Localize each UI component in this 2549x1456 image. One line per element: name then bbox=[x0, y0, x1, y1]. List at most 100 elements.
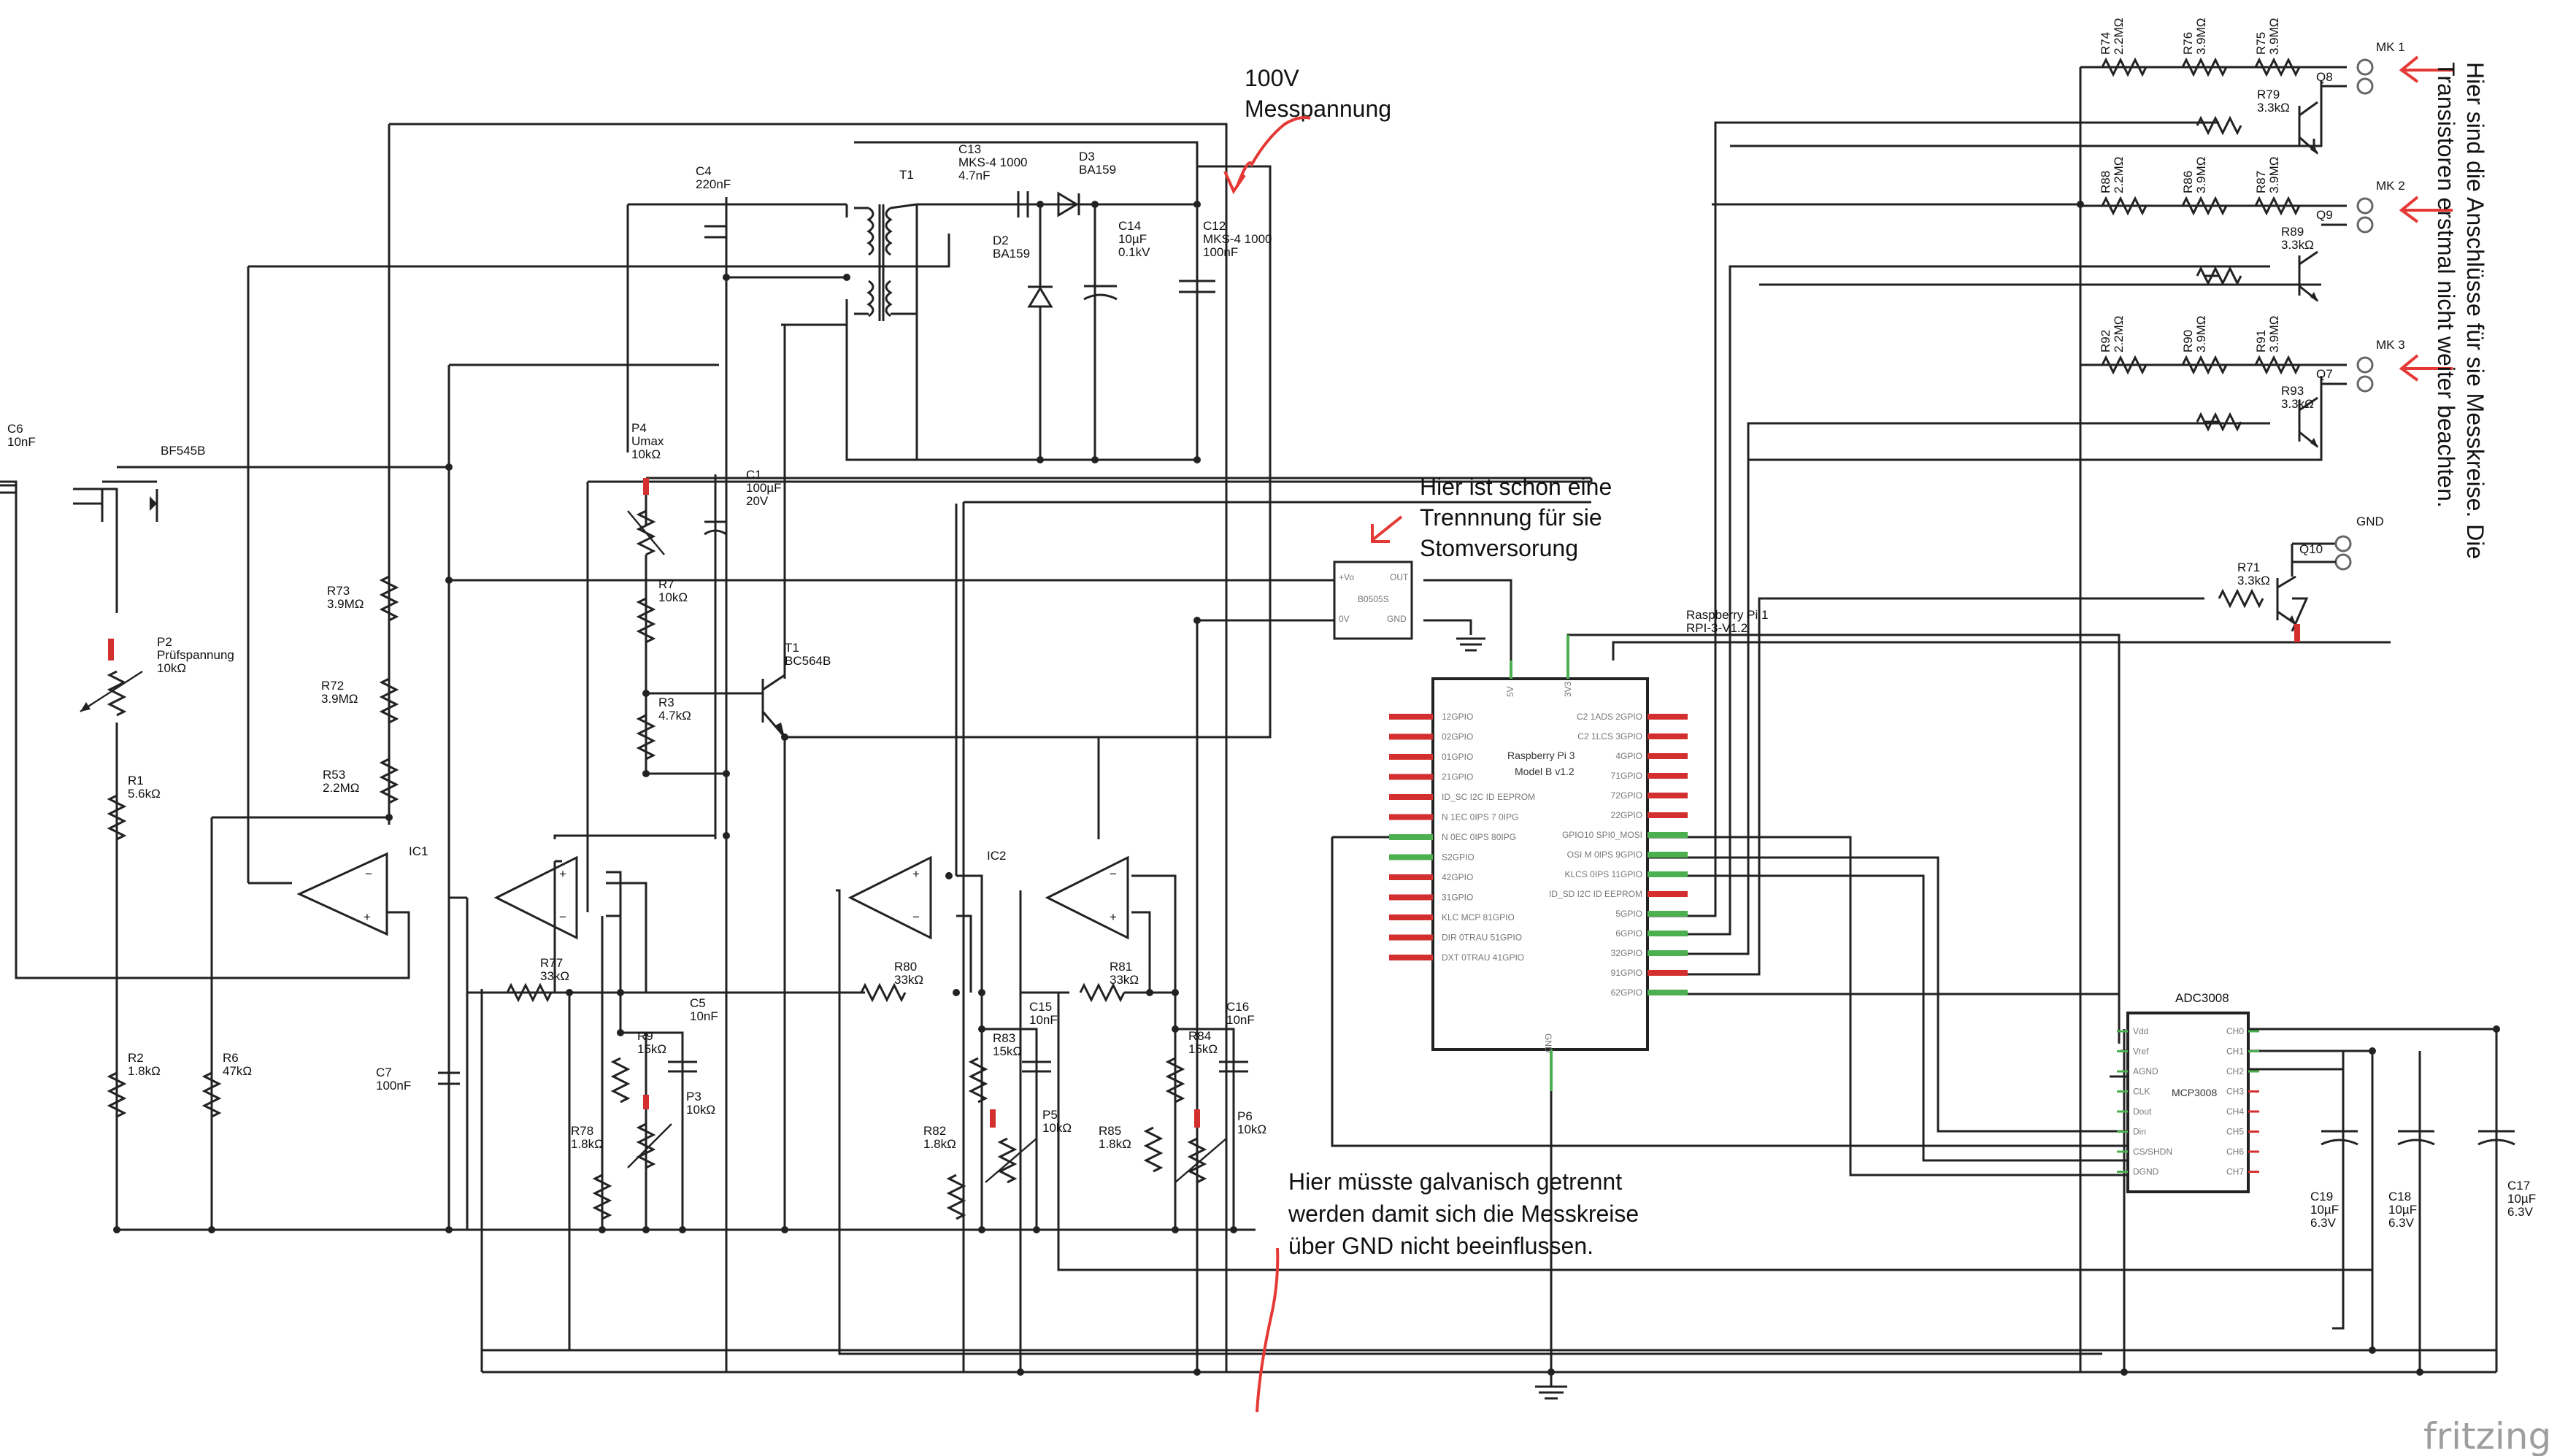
capacitor-C19 bbox=[2321, 1130, 2358, 1146]
resistor-R3 bbox=[636, 714, 656, 760]
potentiometers bbox=[80, 478, 1227, 1184]
label-IC1: IC1 bbox=[409, 844, 428, 858]
label-R2: R2 bbox=[128, 1051, 144, 1065]
connectors bbox=[2292, 58, 2374, 571]
value-C7: 100nF bbox=[376, 1079, 411, 1093]
value-C19: 10µF bbox=[2310, 1203, 2339, 1217]
label-R85: R85 bbox=[1099, 1124, 1121, 1138]
label-R53: R53 bbox=[323, 768, 345, 782]
adc-right-pin-label: CH7 bbox=[2226, 1167, 2244, 1177]
rpi-left-pin-label: KLC MCP 81GPIO bbox=[1442, 912, 1515, 922]
label-R90: R90 bbox=[2181, 330, 2195, 353]
label-P4: P4 bbox=[631, 421, 647, 435]
reg-pin-0v: 0V bbox=[1339, 614, 1350, 624]
resistor-R53 bbox=[379, 758, 399, 804]
value-R93: 3.3kΩ bbox=[2281, 397, 2314, 411]
resistor-R7 bbox=[636, 597, 656, 644]
value-R90: 3.9MΩ bbox=[2194, 315, 2208, 353]
value-C14: 10µF bbox=[1118, 232, 1147, 246]
label-R89: R89 bbox=[2281, 225, 2304, 239]
value-R81: 33kΩ bbox=[1110, 973, 1139, 987]
label-C12: C12 bbox=[1203, 219, 1226, 233]
label-Q10: Q10 bbox=[2299, 542, 2323, 556]
resistor-R93 bbox=[2196, 412, 2242, 432]
resistor-R80 bbox=[860, 982, 907, 1003]
rpi-title1: Raspberry Pi 3 bbox=[1507, 750, 1575, 761]
adc-label: ADC3008 bbox=[2175, 991, 2229, 1005]
adc-chip-label: MCP3008 bbox=[2172, 1087, 2217, 1098]
potentiometer-P3 bbox=[627, 1095, 672, 1169]
adc-left-pin-label: CS/SHDN bbox=[2133, 1147, 2172, 1157]
value-R71: 3.3kΩ bbox=[2237, 574, 2270, 588]
resistor-R73 bbox=[379, 575, 399, 622]
capacitor-C13 bbox=[1017, 191, 1029, 217]
label-R78: R78 bbox=[571, 1124, 593, 1138]
label-Q8: Q8 bbox=[2316, 70, 2333, 84]
type-C13: MKS-4 1000 bbox=[958, 155, 1028, 169]
note-trenn-arrow bbox=[1371, 515, 1403, 542]
value-R91: 3.9MΩ bbox=[2267, 315, 2281, 353]
note-trenn-line1: Hier ist schon eine bbox=[1420, 474, 1612, 500]
value-R85: 1.8kΩ bbox=[1099, 1137, 1131, 1151]
note-galv-cut bbox=[1256, 1247, 1280, 1413]
fritzing-logo: fritzing bbox=[2423, 1415, 2549, 1456]
label-P3: P3 bbox=[686, 1090, 701, 1103]
label-R3: R3 bbox=[658, 696, 674, 709]
note-100v-line2: Messpannung bbox=[1245, 96, 1391, 122]
voltage-C17: 6.3V bbox=[2507, 1205, 2534, 1219]
label-R1: R1 bbox=[128, 774, 144, 787]
value-R89: 3.3kΩ bbox=[2281, 238, 2314, 252]
transistor-T1-BC564B bbox=[752, 674, 786, 738]
svg-text:+: + bbox=[912, 867, 920, 881]
resistor-R9 bbox=[610, 1057, 631, 1103]
rpi-left-pin-label: N 0EC 0IPS 80IPG bbox=[1442, 832, 1516, 842]
adc-left-pin-label: AGND bbox=[2133, 1066, 2158, 1076]
label-R76: R76 bbox=[2181, 32, 2195, 55]
rpi-pin-3v3: 3V3 bbox=[1563, 681, 1573, 697]
value-C13: 4.7nF bbox=[958, 169, 990, 182]
value-R77: 33kΩ bbox=[540, 969, 569, 983]
label-C7: C7 bbox=[376, 1066, 392, 1079]
value-C6: 10nF bbox=[7, 435, 36, 449]
value-P2: 10kΩ bbox=[157, 661, 186, 675]
label-D2: D2 bbox=[993, 234, 1009, 247]
capacitor-C5 bbox=[668, 1060, 697, 1073]
label-C14: C14 bbox=[1118, 219, 1141, 233]
value-R75: 3.9MΩ bbox=[2267, 18, 2281, 55]
rpi-right-pin-label: 4GPIO bbox=[1615, 751, 1642, 761]
resistor-R87 bbox=[2254, 196, 2301, 216]
value-P4: 10kΩ bbox=[631, 447, 661, 461]
transistor-Q7 bbox=[2298, 396, 2318, 448]
transformer-T1 bbox=[854, 203, 918, 321]
value-R1: 5.6kΩ bbox=[128, 787, 161, 801]
label-Q9: Q9 bbox=[2316, 208, 2333, 222]
note-galv-line3: über GND nicht beeinflussen. bbox=[1288, 1233, 1593, 1259]
label-IC2: IC2 bbox=[987, 849, 1006, 863]
rpi-right-pin-label: 32GPIO bbox=[1611, 948, 1642, 958]
capacitor-C18 bbox=[2397, 1130, 2435, 1146]
voltage-C14: 0.1kV bbox=[1118, 245, 1150, 259]
label-C19: C19 bbox=[2310, 1190, 2333, 1203]
rpi-right-pin-label: 62GPIO bbox=[1611, 987, 1642, 998]
adc-left-pin-label: CLK bbox=[2133, 1087, 2150, 1097]
rpi-left-pin-label: DIR 0TRAU 51GPIO bbox=[1442, 933, 1522, 943]
value-R72: 3.9MΩ bbox=[321, 692, 358, 706]
annotations: 100V Messpannung Hier ist schon eine Tre… bbox=[1223, 55, 2488, 1413]
label-Q7: Q7 bbox=[2316, 367, 2333, 381]
label-P2: P2 bbox=[157, 635, 172, 649]
rpi-left-pin-label: 12GPIO bbox=[1442, 712, 1473, 722]
label-P5: P5 bbox=[1042, 1108, 1058, 1122]
rpi-right-pin-label: KLCS 0IPS 11GPIO bbox=[1565, 869, 1643, 879]
label-C1: C1 bbox=[746, 468, 762, 482]
ground-symbol bbox=[1535, 1385, 1567, 1400]
rpi-right-pin-label: 72GPIO bbox=[1611, 790, 1642, 801]
value-C17: 10µF bbox=[2507, 1192, 2536, 1206]
label-C5: C5 bbox=[690, 996, 706, 1010]
rpi-right-pin-label: C2 1LCS 3GPIO bbox=[1577, 731, 1642, 742]
rpi-right-pin-label: 91GPIO bbox=[1611, 968, 1642, 978]
resistor-R71 bbox=[2218, 588, 2264, 609]
diodes bbox=[1027, 191, 1080, 460]
rpi-left-pin-label: N 1EC 0IPS 7 0IPG bbox=[1442, 812, 1518, 823]
